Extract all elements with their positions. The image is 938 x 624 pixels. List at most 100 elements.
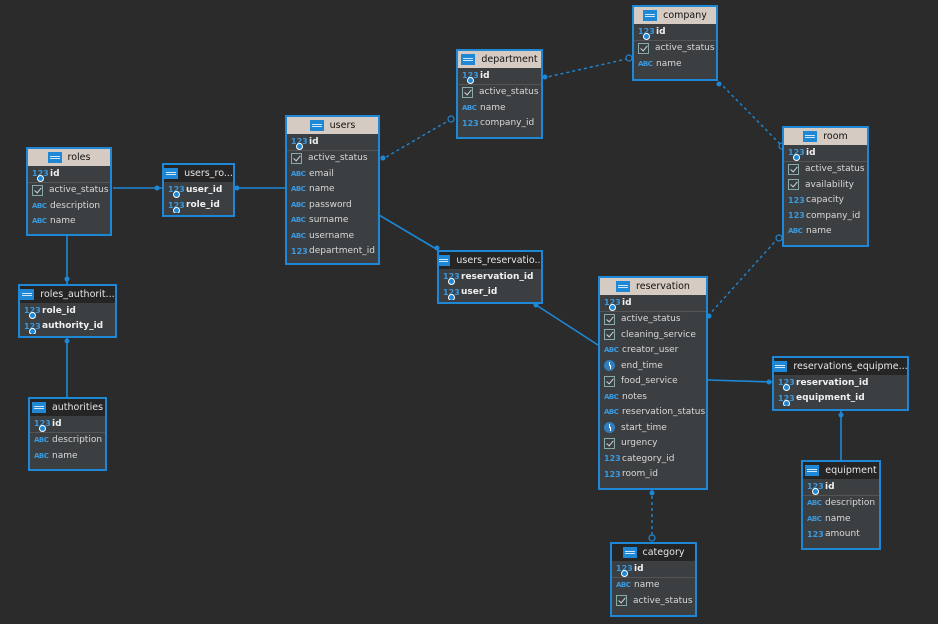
- table-icon: [309, 120, 324, 131]
- column-active_status[interactable]: active_status: [634, 41, 716, 57]
- column-food_service[interactable]: food_service: [600, 374, 706, 390]
- text-type-icon: ABC: [638, 59, 653, 68]
- column-active_status[interactable]: active_status: [287, 151, 378, 167]
- table-icon: [643, 10, 658, 21]
- table-header[interactable]: category: [612, 544, 695, 561]
- table-title: department: [481, 54, 538, 65]
- table-header[interactable]: authorities: [30, 399, 105, 416]
- column-urgency[interactable]: urgency: [600, 436, 706, 452]
- table-header[interactable]: users: [287, 117, 378, 134]
- key-icon: 123: [443, 272, 460, 285]
- column-end_time[interactable]: end_time: [600, 358, 706, 374]
- link-department-company: [542, 57, 632, 79]
- numeric-type-icon: 123: [604, 454, 621, 464]
- column-availability[interactable]: availability: [784, 177, 867, 193]
- table-title: category: [642, 547, 685, 558]
- column-active_status[interactable]: active_status: [612, 593, 695, 609]
- table-icon: [47, 152, 62, 163]
- column-active_status[interactable]: active_status: [458, 85, 541, 101]
- table-header[interactable]: department: [458, 51, 541, 68]
- table-header[interactable]: reservations_equipme...: [774, 358, 907, 375]
- table-header[interactable]: roles_authorit...: [20, 286, 115, 303]
- table-header[interactable]: company: [634, 7, 716, 24]
- table-icon: [31, 402, 46, 413]
- column-active_status[interactable]: active_status: [28, 183, 110, 199]
- table-header[interactable]: users_ro...: [164, 165, 233, 182]
- key-icon: 123: [168, 200, 185, 213]
- table-header[interactable]: roles: [28, 149, 110, 166]
- table-header[interactable]: reservation: [600, 278, 706, 295]
- column-start_time[interactable]: start_time: [600, 420, 706, 436]
- table-icon: [622, 547, 637, 558]
- column-active_status[interactable]: active_status: [784, 162, 867, 178]
- column-cleaning_service[interactable]: cleaning_service: [600, 327, 706, 343]
- link-company-room: [718, 81, 783, 147]
- key-icon: 123: [462, 71, 479, 84]
- column-active_status[interactable]: active_status: [600, 312, 706, 328]
- text-type-icon: ABC: [32, 201, 47, 210]
- table-header[interactable]: room: [784, 128, 867, 145]
- key-icon: 123: [443, 287, 460, 300]
- key-icon: 123: [778, 393, 795, 406]
- table-header[interactable]: users_reservatio...: [439, 252, 541, 269]
- checkbox-icon: [788, 179, 799, 191]
- table-header[interactable]: equipment: [803, 462, 879, 479]
